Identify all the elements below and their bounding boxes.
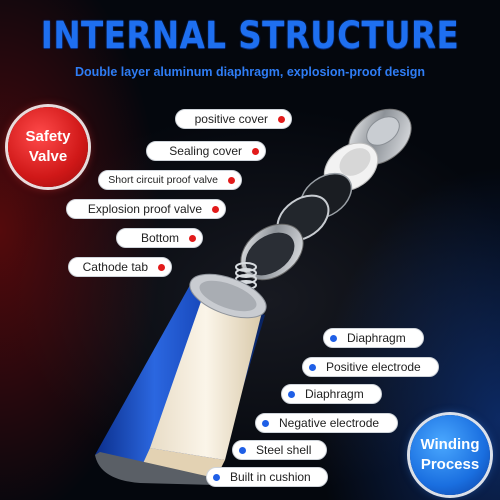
winding-process-badge: Winding Process (410, 415, 490, 495)
label-positive-cover: positive cover (175, 109, 292, 129)
label-short-circuit-valve-text: Short circuit proof valve (108, 174, 218, 186)
label-short-circuit-valve-dot (228, 176, 235, 184)
label-negative-electrode: Negative electrode (255, 413, 398, 433)
safety-valve-badge-line1: Safety (25, 128, 71, 145)
label-positive-cover-text: positive cover (194, 112, 268, 126)
label-built-in-cushion: Built in cushion (206, 467, 328, 487)
safety-valve-badge-line2: Valve (28, 148, 68, 165)
battery-body (95, 273, 267, 485)
label-diaphragm-2: Diaphragm (281, 384, 382, 404)
label-short-circuit-valve: Short circuit proof valve (98, 170, 242, 190)
label-diaphragm-2-text: Diaphragm (305, 387, 364, 401)
label-cathode-tab-dot (158, 263, 165, 271)
label-sealing-cover-text: Sealing cover (169, 144, 242, 158)
label-diaphragm-1-text: Diaphragm (347, 331, 406, 345)
label-diaphragm-1: Diaphragm (323, 328, 424, 348)
label-steel-shell-text: Steel shell (256, 443, 312, 457)
page-subtitle: Double layer aluminum diaphragm, explosi… (74, 65, 426, 79)
label-bottom: Bottom (116, 228, 203, 248)
winding-process-badge-line1: Winding (420, 436, 480, 453)
label-positive-electrode-dot (309, 363, 316, 371)
label-positive-cover-dot (278, 115, 285, 123)
label-bottom-dot (189, 234, 196, 242)
page-title: INTERNAL STRUCTURE (40, 14, 460, 57)
label-cathode-tab: Cathode tab (68, 257, 172, 277)
label-positive-electrode: Positive electrode (302, 357, 439, 377)
label-built-in-cushion-text: Built in cushion (230, 470, 311, 484)
label-diaphragm-1-dot (330, 334, 337, 342)
label-negative-electrode-dot (262, 419, 269, 427)
winding-process-badge-line2: Process (420, 456, 480, 473)
label-positive-electrode-text: Positive electrode (326, 360, 421, 374)
label-explosion-valve-text: Explosion proof valve (87, 202, 202, 216)
label-sealing-cover-dot (252, 147, 259, 155)
label-steel-shell-dot (239, 446, 246, 454)
label-explosion-valve: Explosion proof valve (66, 199, 226, 219)
label-cathode-tab-text: Cathode tab (82, 260, 148, 274)
label-diaphragm-2-dot (288, 390, 295, 398)
label-explosion-valve-dot (212, 205, 219, 213)
label-sealing-cover: Sealing cover (146, 141, 266, 161)
label-negative-electrode-text: Negative electrode (279, 416, 380, 430)
safety-valve-badge: Safety Valve (8, 107, 88, 187)
label-built-in-cushion-dot (213, 473, 220, 481)
label-steel-shell: Steel shell (232, 440, 327, 460)
label-bottom-text: Bottom (140, 231, 179, 245)
